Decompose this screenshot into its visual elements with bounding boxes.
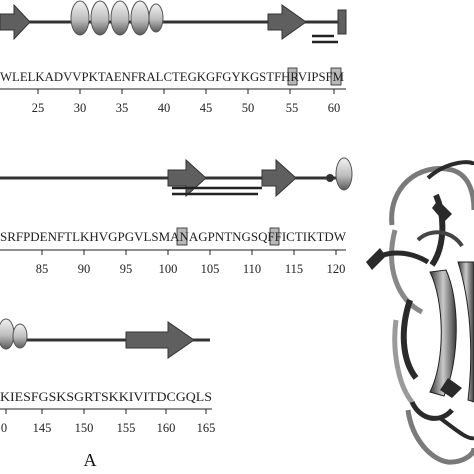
ribbon-strand xyxy=(457,261,474,403)
protein-ribbon-structure xyxy=(366,160,474,465)
panel-label: A xyxy=(84,450,97,470)
ruler-number: 120 xyxy=(327,262,346,276)
beta-strand-arrow xyxy=(125,321,195,359)
ribbon-strand xyxy=(429,269,457,397)
ruler-number: 100 xyxy=(159,262,178,276)
row1-topology xyxy=(0,0,347,44)
ribbon-loop xyxy=(409,400,454,421)
ruler-number: 0 xyxy=(1,421,7,435)
ruler-number: 40 xyxy=(158,101,171,115)
ruler-number: 115 xyxy=(285,262,303,276)
alpha-helix xyxy=(70,0,164,36)
ribbon-loop xyxy=(389,229,424,315)
ribbon-strand xyxy=(366,248,386,270)
highlight-box xyxy=(330,67,342,86)
highlight-box xyxy=(176,227,188,246)
ruler-number: 85 xyxy=(36,262,49,276)
ribbon-strand xyxy=(432,200,452,222)
ruler-number: 155 xyxy=(117,421,136,435)
beta-strand-arrow xyxy=(267,4,307,40)
backbone-node xyxy=(326,174,334,182)
ribbon-loop xyxy=(400,299,419,380)
highlight-box xyxy=(269,227,280,246)
ruler-number: 30 xyxy=(74,101,87,115)
alpha-helix xyxy=(0,318,28,350)
beta-strand-arrow xyxy=(167,158,207,198)
ruler-row-3: 0 145 150 155 160 165 xyxy=(1,409,216,435)
ruler-row-1: 25 30 35 40 45 50 55 60 xyxy=(32,89,341,115)
ruler-number: 90 xyxy=(78,262,91,276)
ruler-number: 95 xyxy=(120,262,133,276)
sequence-row-1: WLELKADVVPKTAENFRALCTEGKGFGYKGSTFHRVIPSF… xyxy=(0,70,344,84)
ribbon-loop xyxy=(405,409,474,465)
sequence-row-2: SRFPDENFTLKHVGPGVLSMANAGPNTNGSQFFICTIKTD… xyxy=(0,230,346,244)
ruler-number: 45 xyxy=(200,101,213,115)
bridge-pair xyxy=(172,186,262,196)
beta-strand-end xyxy=(337,9,347,35)
sequence-row-3: KIESFGSKSGRTSKKIVITDCGQLS xyxy=(0,390,212,404)
highlight-box xyxy=(287,67,298,86)
ribbon-strand xyxy=(440,378,462,398)
ruler-row-2: 85 90 95 100 105 110 115 120 xyxy=(36,250,346,276)
ruler-number: 35 xyxy=(116,101,129,115)
row2-topology xyxy=(0,157,353,198)
beta-strand-arrow xyxy=(261,158,297,198)
ruler-number: 165 xyxy=(197,421,216,435)
row3-topology xyxy=(0,318,210,359)
ribbon-loop xyxy=(392,319,415,404)
ruler-number: 105 xyxy=(201,262,220,276)
beta-strand-arrow xyxy=(0,3,31,41)
ruler-number: 145 xyxy=(33,421,52,435)
ribbon-loop xyxy=(438,416,474,441)
ruler-number: 160 xyxy=(157,421,176,435)
ruler-number: 60 xyxy=(328,101,341,115)
ruler-number: 110 xyxy=(243,262,261,276)
ribbon-loop xyxy=(426,160,474,180)
ruler-number: 55 xyxy=(286,101,299,115)
bridge-pair xyxy=(312,34,338,44)
ribbon-loop xyxy=(389,166,474,226)
ribbon-loop xyxy=(416,230,464,248)
alpha-helix xyxy=(335,157,353,191)
ruler-number: 50 xyxy=(242,101,255,115)
ruler-number: 150 xyxy=(75,421,94,435)
ruler-number: 25 xyxy=(32,101,45,115)
